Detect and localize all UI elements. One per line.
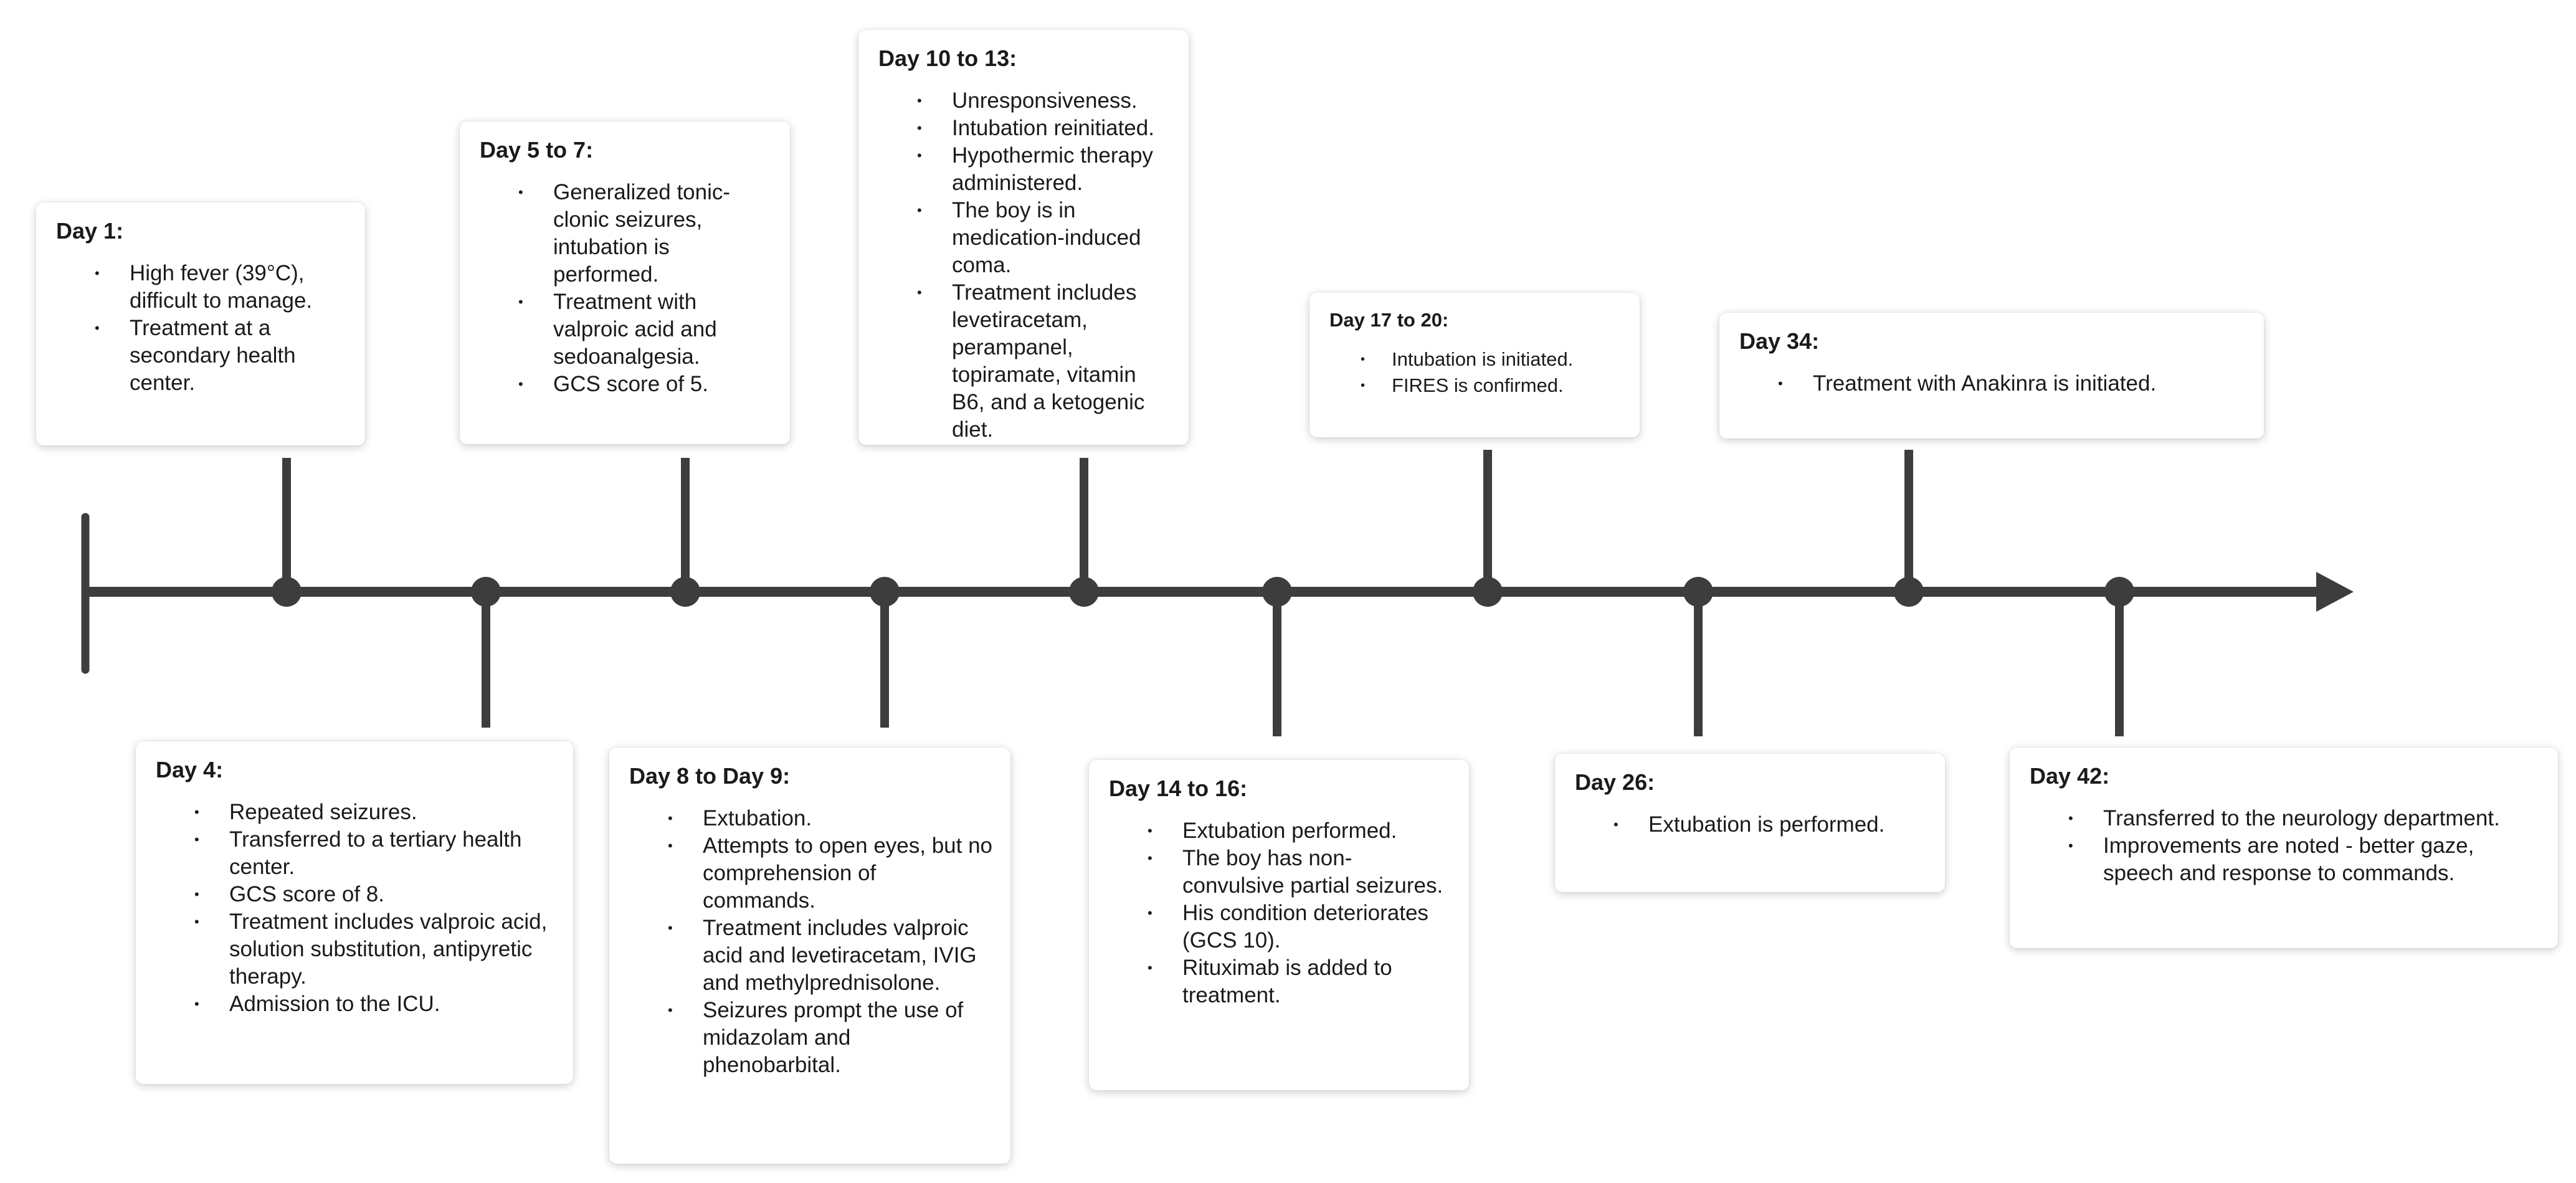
marker-day-4 (471, 577, 501, 607)
event-card-day-17-to-20: Day 17 to 20: •Intubation is initiated. … (1309, 293, 1640, 437)
event-title: Day 5 to 7: (480, 137, 594, 163)
list-item: •Attempts to open eyes, but no comprehen… (668, 834, 993, 913)
list-item: •Intubation is initiated. (1361, 348, 1574, 370)
event-card-day-10-to-13: Day 10 to 13: •Unresponsiveness. •Intuba… (858, 30, 1189, 445)
list-item: •GCS score of 8. (194, 882, 384, 906)
event-card-day-26: Day 26: •Extubation is performed. (1555, 754, 1945, 892)
marker-day-42 (2104, 577, 2134, 607)
list-item: •Generalized tonic-clonic seizures, intu… (518, 180, 731, 287)
marker-day-17-to-20 (1473, 577, 1503, 607)
marker-day-34 (1894, 577, 1924, 607)
list-item: •Extubation is performed. (1614, 812, 1885, 837)
list-item: •Treatment includes valproic acid, solut… (194, 910, 548, 989)
marker-day-14-to-16 (1262, 577, 1292, 607)
event-title: Day 14 to 16: (1109, 776, 1248, 801)
list-item: •Treatment with valproic acid and sedoan… (518, 290, 717, 369)
list-item: •Hypothermic therapy administered. (917, 143, 1153, 195)
list-item: •Extubation performed. (1148, 819, 1397, 843)
event-list: •Generalized tonic-clonic seizures, intu… (480, 179, 774, 398)
event-card-day-4: Day 4: •Repeated seizures. •Transferred … (136, 741, 573, 1084)
event-list: •Intubation is initiated. •FIRES is conf… (1329, 346, 1623, 399)
event-card-day-5-to-7: Day 5 to 7: •Generalized tonic-clonic se… (460, 121, 790, 444)
event-title: Day 8 to Day 9: (629, 763, 791, 789)
event-card-day-8-to-9: Day 8 to Day 9: •Extubation. •Attempts t… (609, 748, 1010, 1164)
list-item: •GCS score of 5. (518, 372, 708, 396)
list-item: •Repeated seizures. (194, 800, 417, 824)
event-list: •Unresponsiveness. •Intubation reinitiat… (878, 87, 1172, 444)
list-item: •Improvements are noted - better gaze, s… (2068, 834, 2474, 885)
event-title: Day 34: (1739, 328, 1820, 354)
list-item: •Treatment includes valproic acid and le… (668, 916, 977, 995)
event-list: •Transferred to the neurology department… (2030, 805, 2542, 887)
list-item: •Admission to the ICU. (194, 992, 440, 1016)
event-list: •High fever (39°C), difficult to manage.… (56, 260, 349, 397)
list-item: •The boy is in medication-induced coma. (917, 198, 1141, 277)
list-item: •Seizures prompt the use of midazolam an… (668, 998, 964, 1077)
event-list: •Repeated seizures. •Transferred to a te… (156, 799, 557, 1018)
list-item: •High fever (39°C), difficult to manage. (95, 261, 313, 313)
event-title: Day 4: (156, 757, 224, 782)
list-item: •Treatment at a secondary health center. (95, 316, 296, 395)
event-title: Day 1: (56, 218, 124, 244)
list-item: •Treatment with Anakinra is initiated. (1778, 371, 2157, 396)
list-item: •The boy has non-convulsive partial seiz… (1148, 846, 1443, 898)
event-title: Day 26: (1575, 769, 1655, 795)
list-item: •Rituximab is added to treatment. (1148, 956, 1392, 1007)
list-item: •Transferred to the neurology department… (2068, 806, 2500, 830)
list-item: •His condition deteriorates (GCS 10). (1148, 901, 1428, 953)
list-item: •Transferred to a tertiary health center… (194, 827, 522, 879)
list-item: •Treatment includes levetiracetam, peram… (917, 280, 1145, 442)
marker-day-1 (272, 577, 302, 607)
event-list: •Extubation performed. •The boy has non-… (1109, 817, 1453, 1009)
event-card-day-34: Day 34: •Treatment with Anakinra is init… (1719, 313, 2264, 439)
list-item: •FIRES is confirmed. (1361, 374, 1564, 396)
event-card-day-42: Day 42: •Transferred to the neurology de… (2010, 748, 2558, 948)
event-title: Day 10 to 13: (878, 45, 1017, 71)
marker-day-8-to-9 (870, 577, 900, 607)
event-card-day-1: Day 1: •High fever (39°C), difficult to … (36, 202, 365, 445)
marker-day-10-to-13 (1069, 577, 1099, 607)
event-list: •Extubation is performed. (1575, 811, 1929, 839)
event-list: •Treatment with Anakinra is initiated. (1739, 370, 2248, 397)
marker-day-5-to-7 (670, 577, 700, 607)
axis-arrowhead (2316, 572, 2354, 612)
list-item: •Intubation reinitiated. (917, 116, 1154, 140)
event-list: •Extubation. •Attempts to open eyes, but… (629, 805, 994, 1079)
marker-day-26 (1683, 577, 1713, 607)
event-title: Day 17 to 20: (1329, 309, 1449, 331)
event-card-day-14-to-16: Day 14 to 16: •Extubation performed. •Th… (1089, 760, 1469, 1090)
list-item: •Unresponsiveness. (917, 88, 1138, 113)
event-title: Day 42: (2030, 763, 2110, 789)
list-item: •Extubation. (668, 806, 812, 830)
